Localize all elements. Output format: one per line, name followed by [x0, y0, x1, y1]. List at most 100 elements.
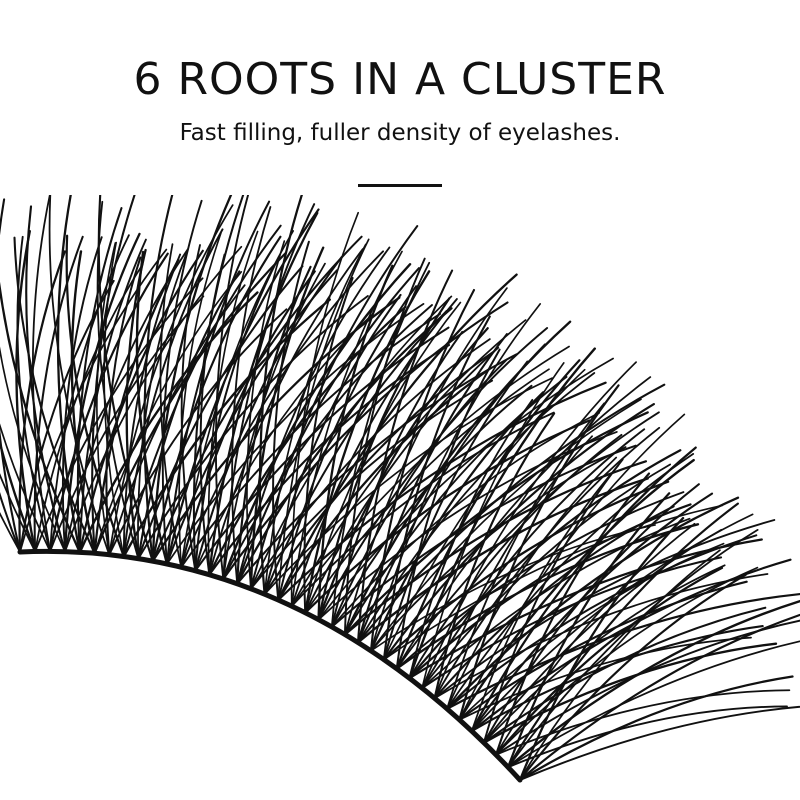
lash-fiber	[178, 232, 222, 568]
lash-fiber	[125, 248, 147, 560]
lash-fiber	[470, 446, 697, 733]
lash-fiber	[470, 464, 620, 732]
lash-fiber	[290, 411, 555, 608]
lash-fiber	[143, 195, 179, 563]
lash-fiber	[482, 642, 778, 744]
lash-fiber	[236, 246, 391, 585]
lash-fiber	[0, 204, 81, 554]
lash-fiber	[433, 519, 776, 700]
lash-fiber	[446, 402, 606, 710]
lash-fiber	[382, 360, 529, 661]
lash-fiber	[507, 528, 759, 769]
lash-fiber	[108, 204, 234, 556]
lash-fiber	[249, 379, 494, 590]
lash-fiber	[369, 391, 545, 652]
lash-fiber	[199, 253, 226, 576]
lash-fiber	[317, 297, 451, 621]
lash-fiber	[263, 309, 448, 596]
lash-fiber	[258, 195, 305, 596]
lash-fiber	[0, 195, 37, 553]
lash-fiber	[105, 256, 142, 556]
lash-fiber	[458, 384, 620, 721]
lash-fiber	[356, 269, 454, 644]
lash-fiber	[518, 675, 794, 782]
lash-fiber	[159, 243, 183, 568]
lash-fiber	[317, 264, 394, 621]
divider-line	[358, 184, 442, 187]
lash-fiber	[395, 376, 652, 670]
lash-fiber	[263, 243, 367, 596]
lash-fiber	[495, 522, 696, 756]
lash-fiber	[231, 206, 272, 585]
lash-fiber	[482, 458, 624, 744]
lash-fiber	[236, 267, 421, 585]
subheadline: Fast filling, fuller density of eyelashe…	[179, 120, 621, 146]
lash-fiber	[78, 249, 204, 554]
lash-fiber	[317, 327, 489, 621]
eyelash-fibers	[0, 195, 800, 782]
lash-fiber	[236, 265, 312, 585]
lash-fiber	[0, 239, 22, 554]
lash-fiber	[421, 517, 691, 689]
lash-fiber	[65, 234, 125, 558]
lash-fiber	[357, 372, 596, 644]
lash-fiber	[421, 463, 671, 689]
lash-fiber	[13, 236, 96, 555]
lash-fiber	[15, 230, 37, 553]
lash-fiber	[304, 346, 500, 614]
lash-fiber	[446, 453, 695, 710]
lash-fiber	[194, 256, 280, 572]
lash-fiber	[63, 232, 141, 553]
lash-fiber	[246, 240, 286, 590]
lash-fiber	[507, 705, 788, 769]
lash-fiber	[0, 263, 66, 553]
lash-fiber	[343, 257, 426, 636]
lash-fiber	[458, 458, 695, 721]
lash-fiber	[96, 242, 117, 556]
lash-fiber	[290, 211, 360, 607]
headline: 6 ROOTS IN A CLUSTER	[133, 54, 667, 105]
lash-fiber	[0, 240, 36, 553]
lash-fiber	[382, 315, 491, 661]
lash-fiber	[25, 205, 67, 553]
lash-fiber	[0, 198, 22, 554]
lash-fiber	[135, 250, 169, 566]
lash-fiber	[506, 492, 671, 769]
lash-fiber	[482, 483, 700, 744]
lash-fiber	[395, 359, 581, 670]
lash-fiber	[421, 362, 565, 689]
lash-fiber	[277, 366, 493, 602]
lash-fiber	[369, 288, 476, 652]
lash-fiber	[408, 347, 596, 680]
lash-fiber	[33, 235, 84, 553]
lash-fiber	[395, 348, 501, 670]
lash-fiber	[494, 566, 724, 756]
lash-fiber	[222, 304, 433, 580]
lash-fiber	[151, 235, 363, 563]
lash-fiber	[494, 472, 651, 756]
lash-fiber	[433, 435, 593, 700]
lash-fiber	[151, 195, 239, 563]
lash-fiber	[519, 702, 800, 781]
lash-fiber	[208, 211, 319, 576]
lash-fiber	[408, 398, 534, 680]
lash-band	[17, 548, 523, 783]
lash-fiber	[78, 238, 147, 554]
lash-fiber	[330, 261, 431, 628]
lash-fiber	[421, 361, 637, 689]
lash-fiber	[317, 327, 549, 621]
lash-fiber	[518, 607, 800, 782]
lash-fiber	[482, 606, 767, 744]
lash-fiber	[93, 258, 180, 555]
lash-fiber	[249, 246, 325, 590]
lash-fiber	[222, 301, 509, 581]
lash-fiber	[518, 573, 747, 782]
lash-fiber	[61, 236, 103, 553]
lash-fiber	[446, 456, 618, 710]
lash-fiber	[433, 412, 556, 700]
lash-fiber	[180, 244, 201, 572]
lash-fiber	[161, 199, 203, 565]
lash-fiber	[249, 225, 419, 590]
